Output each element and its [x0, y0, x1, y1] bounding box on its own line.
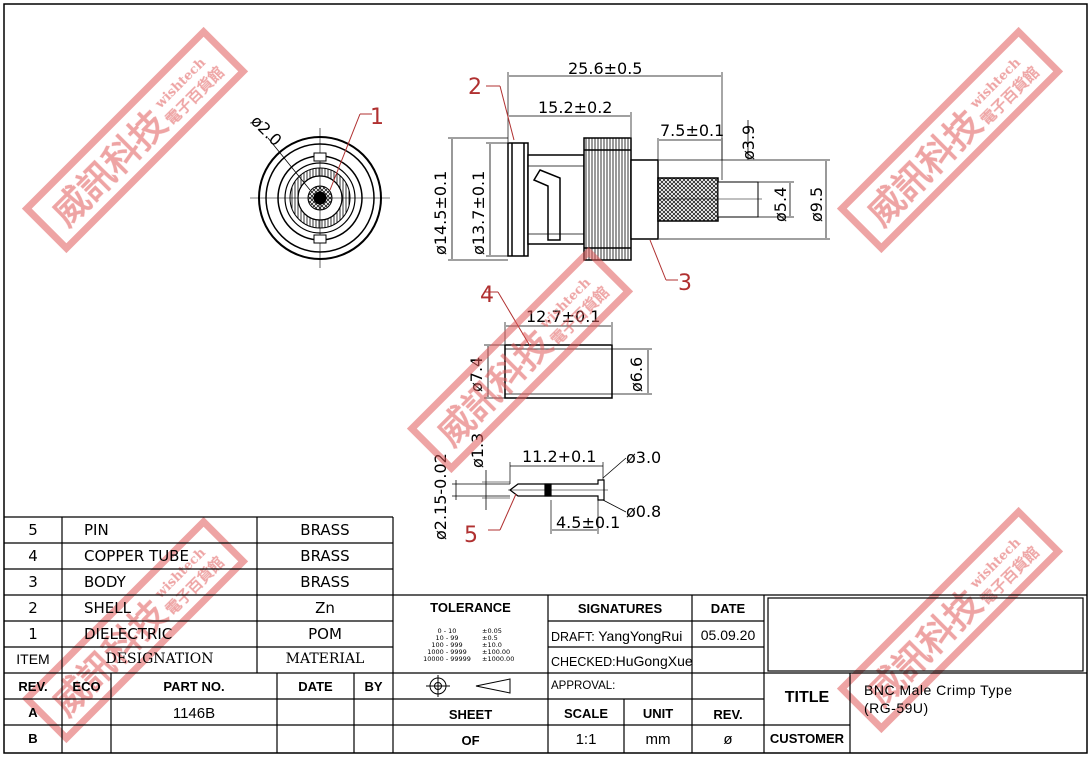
callout-5: 5 [464, 523, 478, 548]
checked-name: HuGongXue [615, 653, 693, 669]
callout-3: 3 [678, 271, 692, 296]
sheet-label: SHEET [448, 707, 493, 722]
tolerance-row: 0 - 10 ±0.05 [412, 628, 542, 635]
tolerance-title: TOLERANCE [430, 600, 511, 615]
dim-overall-length: 25.6±0.5 [568, 59, 642, 78]
rev-header-part: PART NO. [163, 679, 225, 694]
rev-header-eco: ECO [72, 679, 101, 694]
scale-label: SCALE [563, 706, 609, 721]
rev-header-date: DATE [298, 679, 333, 694]
bom-material: POM [308, 625, 342, 643]
callout-4: 4 [480, 283, 494, 308]
title-line-1: BNC Male Crimp Type [864, 682, 1013, 698]
dim-tube-length: 12.7±0.1 [526, 307, 600, 326]
rev-row-a-rev: A [28, 705, 38, 720]
bom-designation: SHELL [84, 599, 131, 617]
dim-pin-d215: ø2.15-0.02 [431, 453, 450, 540]
bom-item-number: 3 [28, 573, 38, 591]
title-label: TITLE [784, 689, 830, 706]
signatures-title: SIGNATURES [577, 601, 663, 616]
dim-od-14-5: ø14.5±0.1 [431, 171, 450, 255]
callout-1: 1 [370, 105, 384, 130]
bom-header-item: ITEM [16, 651, 50, 667]
tolerance-value: ±10.0 [482, 641, 502, 649]
dim-pin-d30: ø3.0 [626, 448, 661, 467]
tolerance-value: ±100.00 [482, 648, 511, 656]
customer-label: CUSTOMER [769, 731, 845, 746]
unit-label: UNIT [642, 706, 674, 721]
side-view [448, 72, 830, 281]
bom-item-number: 2 [28, 599, 38, 617]
bom-header-designation: DESIGNATION [105, 651, 214, 667]
bom-header-material: MATERIAL [285, 651, 365, 667]
tolerance-row: 1000 - 9999 ±100.00 [412, 649, 542, 656]
approval-label: APPROVAL: [551, 680, 616, 692]
bom-material: Zn [315, 599, 335, 617]
pin-view [452, 457, 627, 534]
projection-symbol [426, 675, 511, 697]
bom-designation: BODY [84, 573, 126, 591]
rev-row-b-rev: B [28, 731, 38, 746]
tolerance-range: 0 - 10 [437, 627, 457, 635]
bom-designation: COPPER TUBE [84, 547, 189, 565]
of-label: OF [461, 733, 480, 748]
dim-body-length: 15.2±0.2 [538, 98, 612, 117]
bom-item-number: 4 [28, 547, 38, 565]
bom-item-number: 1 [28, 625, 38, 643]
rev-row-a-part: 1146B [172, 705, 216, 722]
bom-material: BRASS [300, 547, 350, 565]
tolerance-row: 10000 - 99999 ±1000.00 [412, 656, 542, 663]
dim-d-3-9: ø3.9 [739, 125, 758, 160]
scale-value: 1:1 [575, 731, 597, 748]
checked-label: CHECKED: [551, 655, 616, 669]
dim-tube-id: ø6.6 [627, 357, 646, 392]
rev-label: REV. [713, 707, 743, 722]
rev-header-by: BY [364, 679, 383, 694]
front-view [250, 113, 390, 268]
callout-2: 2 [468, 75, 482, 100]
tolerance-range: 1000 - 9999 [427, 648, 467, 656]
tolerance-value: ±1000.00 [482, 655, 515, 663]
tolerance-value: ±0.5 [482, 634, 498, 642]
bom-designation: PIN [84, 521, 109, 539]
bom-material: BRASS [300, 573, 350, 591]
dim-pin-45: 4.5±0.1 [556, 513, 620, 532]
dim-pin-d08: ø0.8 [626, 502, 661, 521]
draft-date: 05.09.20 [700, 627, 756, 643]
tolerance-value: ±0.05 [482, 627, 502, 635]
bom-designation: DIELECTRIC [84, 625, 173, 643]
unit-value: mm [645, 731, 671, 748]
checked-row: CHECKED:HuGongXue [551, 653, 693, 669]
tolerance-range: 10000 - 99999 [423, 655, 471, 663]
draft-row: DRAFT: YangYongRui [551, 628, 682, 644]
draft-label: DRAFT: [551, 630, 595, 644]
tolerance-range: 100 - 999 [431, 641, 463, 649]
dim-d-9-5: ø9.5 [807, 187, 826, 222]
title-line-2: (RG-59U) [864, 700, 929, 716]
tolerance-row: 100 - 999 ±10.0 [412, 642, 542, 649]
tolerance-row: 10 - 99 ±0.5 [412, 635, 542, 642]
draft-name: YangYongRui [598, 628, 683, 644]
signatures-date-label: DATE [710, 601, 746, 616]
bom-material: BRASS [300, 521, 350, 539]
copper-tube-view [484, 291, 652, 399]
rev-header-rev: REV. [18, 679, 48, 694]
dim-tail-length: 7.5±0.1 [660, 121, 724, 140]
title-block-grid [4, 516, 1087, 753]
dim-d-5-4: ø5.4 [771, 187, 790, 222]
dim-pin-length: 11.2+0.1 [522, 447, 596, 466]
sheet-border [3, 3, 1088, 754]
tolerance-range: 10 - 99 [435, 634, 459, 642]
dim-od-13-7: ø13.7±0.1 [469, 171, 488, 255]
rev-value: ø [723, 731, 733, 748]
bom-item-number: 5 [28, 521, 38, 539]
